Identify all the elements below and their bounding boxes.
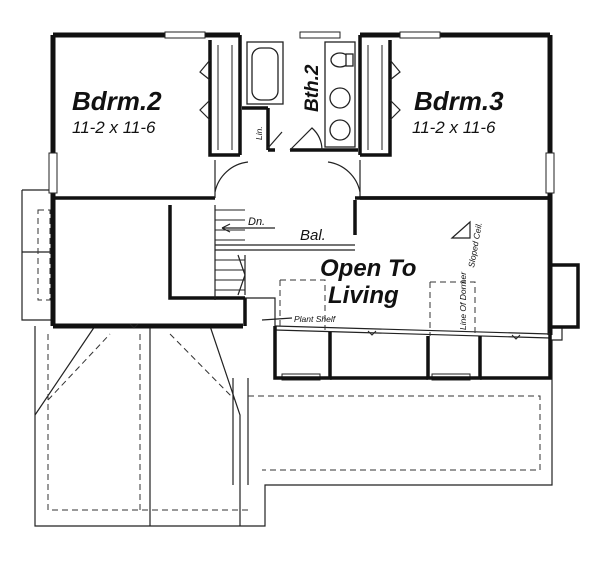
- bedroom2-size: 11-2 x 11-6: [72, 118, 156, 137]
- bath-fixtures: [246, 41, 356, 148]
- interior-walls: [53, 35, 550, 200]
- open-to-living-line2: Living: [328, 282, 399, 309]
- stair-area: [168, 200, 357, 326]
- roof-outline: [34, 325, 563, 527]
- open-to-living-edge: [129, 196, 552, 380]
- bath2-name: Bth.2: [302, 64, 323, 112]
- linen-door: [267, 131, 283, 149]
- balcony-label: Bal.: [300, 227, 326, 244]
- plant-shelf-label: Plant Shelf: [294, 314, 337, 324]
- sloped-ceiling-label: Sloped Ceil.: [466, 221, 484, 268]
- bath-door: [289, 127, 323, 151]
- line-of-dormer-label: Line Of Dormer: [458, 271, 468, 330]
- bedroom-doors: [214, 160, 361, 198]
- stair-down-label: Dn.: [248, 216, 265, 228]
- bedroom3-name: Bdrm.3: [414, 86, 504, 116]
- left-bay: [21, 189, 53, 321]
- bedroom3-size: 11-2 x 11-6: [412, 118, 496, 137]
- closet-doors: [199, 59, 401, 121]
- bedroom2-name: Bdrm.2: [72, 86, 162, 116]
- right-bumpout: [548, 263, 580, 329]
- linen-label: Lin.: [254, 126, 264, 140]
- open-to-living-line1: Open To: [320, 255, 416, 282]
